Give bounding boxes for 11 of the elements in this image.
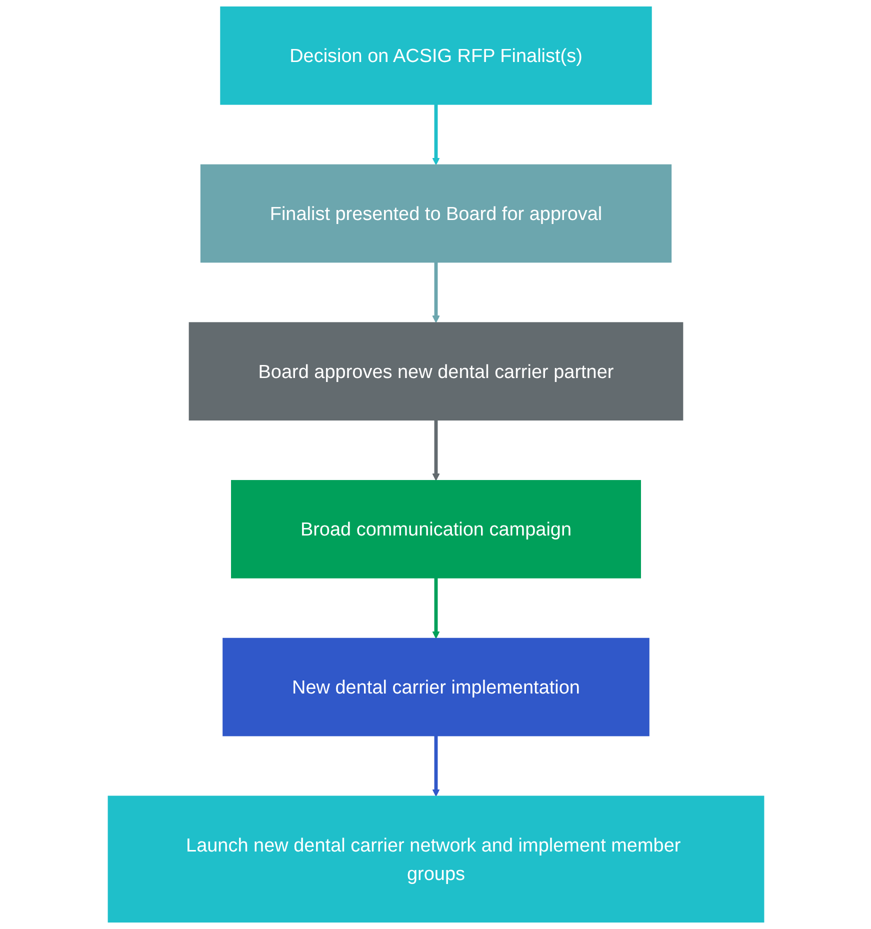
node-box: Broad communication campaign — [230, 480, 640, 578]
arrow — [432, 104, 440, 166]
node-box: New dental carrier implementation — [222, 638, 649, 736]
node-box: Decision on ACSIG RFP Finalist(s) — [220, 6, 652, 105]
arrow — [432, 736, 440, 796]
arrow — [432, 262, 440, 323]
node-box: Launch new dental carrier network and implement member groups — [107, 796, 764, 923]
arrow — [432, 420, 440, 481]
node-box: Board approves new dental carrier partner — [188, 322, 683, 420]
node-box: Finalist presented to Board for approval — [200, 164, 672, 263]
arrow — [432, 578, 440, 639]
